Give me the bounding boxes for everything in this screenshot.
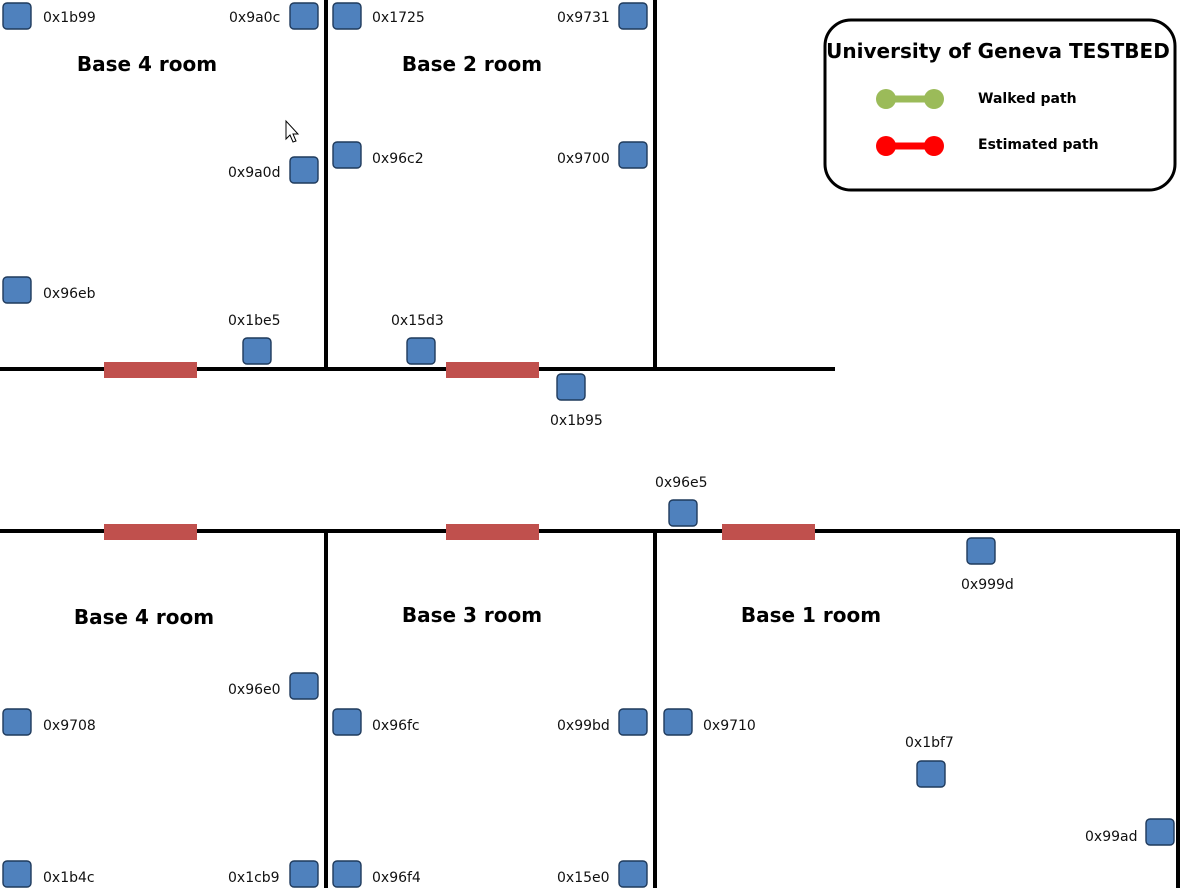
node-label-1bf7: 0x1bf7 [905,735,954,751]
node-label-96f4: 0x96f4 [372,870,421,886]
legend-estimated-path: Estimated path [876,136,1099,156]
node-label-9710: 0x9710 [703,718,756,734]
node-label-1be5: 0x1be5 [228,313,281,329]
walked-path-swatch-start [876,89,896,109]
room-label-top-middle: Base 2 room [402,52,542,76]
sensor-node[interactable] [966,537,996,565]
node-label-1b4c: 0x1b4c [43,870,95,886]
node-label-99ad: 0x99ad [1085,829,1137,845]
sensor-node[interactable] [332,2,362,30]
door-top-left [104,362,197,378]
sensor-node[interactable] [289,2,319,30]
walked-path-swatch-end [924,89,944,109]
sensor-node[interactable] [242,337,272,365]
sensor-node[interactable] [289,672,319,700]
estimated-path-swatch-start [876,136,896,156]
sensor-node[interactable] [2,276,32,304]
sensor-node[interactable] [332,860,362,888]
room-label-bottom-right: Base 1 room [741,603,881,627]
sensor-node[interactable] [2,2,32,30]
node-label-9700: 0x9700 [557,151,610,167]
node-label-1cb9: 0x1cb9 [228,870,280,886]
sensor-node[interactable] [2,708,32,736]
legend-title: University of Geneva TESTBED [826,39,1170,63]
node-label-15d3: 0x15d3 [391,313,444,329]
node-label-96c2: 0x96c2 [372,151,424,167]
sensor-node[interactable] [2,860,32,888]
sensor-node[interactable] [663,708,693,736]
node-label-96fc: 0x96fc [372,718,420,734]
estimated-path-swatch-end [924,136,944,156]
sensor-node[interactable] [618,708,648,736]
node-label-9a0c: 0x9a0c [229,10,280,26]
legend: University of Geneva TESTBED Walked path… [823,18,1177,192]
room-label-top-left: Base 4 room [77,52,217,76]
door-bottom-right [722,524,815,540]
node-label-96e0: 0x96e0 [228,682,281,698]
sensor-node[interactable] [618,141,648,169]
sensor-node[interactable] [332,708,362,736]
node-label-99bd: 0x99bd [557,718,610,734]
node-label-9731: 0x9731 [557,10,610,26]
sensor-node[interactable] [1145,818,1175,846]
room-label-bottom-left: Base 4 room [74,605,214,629]
sensor-node[interactable] [618,2,648,30]
node-label-15e0: 0x15e0 [557,870,610,886]
cursor-arrow-icon [285,119,300,143]
node-label-1b95: 0x1b95 [550,413,603,429]
node-label-1b99: 0x1b99 [43,10,96,26]
sensor-node[interactable] [556,373,586,401]
legend-walked-path: Walked path [876,89,1077,109]
sensor-node[interactable] [289,156,319,184]
node-label-96eb: 0x96eb [43,286,96,302]
node-label-1725: 0x1725 [372,10,425,26]
door-top-middle [446,362,539,378]
node-label-9708: 0x9708 [43,718,96,734]
legend-item-label: Walked path [978,91,1077,107]
door-bottom-left [104,524,197,540]
sensor-node[interactable] [916,760,946,788]
sensor-node[interactable] [618,860,648,888]
node-label-9a0d: 0x9a0d [228,165,280,181]
sensor-node[interactable] [668,499,698,527]
sensor-node[interactable] [332,141,362,169]
legend-item-label: Estimated path [978,137,1099,153]
sensor-node[interactable] [406,337,436,365]
room-label-bottom-middle: Base 3 room [402,603,542,627]
door-bottom-middle [446,524,539,540]
node-label-999d: 0x999d [961,577,1014,593]
node-label-96e5: 0x96e5 [655,475,708,491]
sensor-node[interactable] [289,860,319,888]
